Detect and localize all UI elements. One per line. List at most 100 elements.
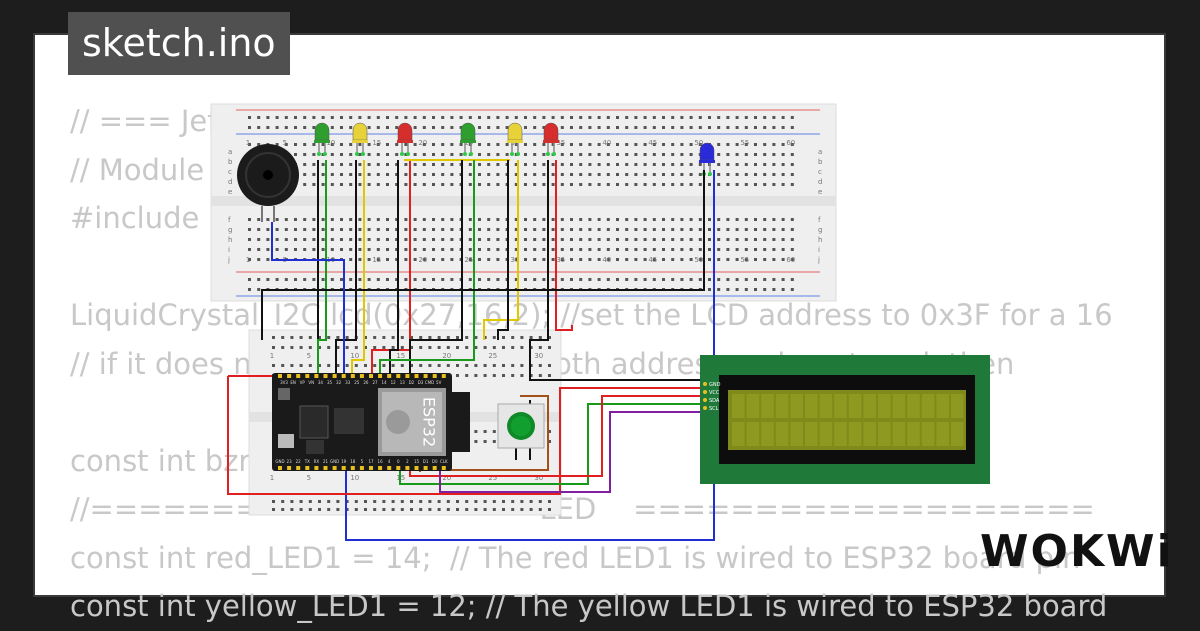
column-number: 5	[307, 352, 311, 360]
lcd-pin-label: SDA	[709, 398, 720, 404]
led[interactable]	[460, 122, 476, 156]
row-letter: d	[228, 178, 232, 186]
esp32-pin-label: 19	[341, 459, 347, 464]
led[interactable]	[397, 122, 413, 156]
esp32-pin-label: 22	[296, 459, 302, 464]
wire-green-1	[317, 160, 327, 378]
led[interactable]	[543, 122, 559, 156]
row-letter: h	[228, 236, 232, 244]
esp32-pin-label: 15	[414, 459, 420, 464]
esp32-pin-label: 4	[388, 459, 391, 464]
wire-red-2	[555, 160, 573, 331]
esp32-pin-label: 26	[363, 380, 369, 385]
column-number: 1	[246, 139, 250, 147]
wire-black-3	[389, 160, 399, 378]
breadboard-top-holes	[248, 116, 794, 291]
esp32-pin-label: 3V3	[280, 380, 288, 385]
led[interactable]	[314, 122, 330, 156]
row-letter: g	[228, 226, 232, 234]
row-letter: i	[818, 246, 820, 254]
esp32-pin-label: TX	[304, 459, 310, 464]
push-button[interactable]	[497, 403, 545, 449]
esp32-pin-label: CLK	[440, 459, 448, 464]
row-letter: c	[818, 168, 822, 176]
esp32-pin-label: D0	[432, 459, 438, 464]
column-number: 15	[396, 352, 405, 360]
row-letter: f	[228, 216, 231, 224]
wire-black-5	[497, 160, 509, 340]
column-number: 10	[326, 139, 335, 147]
column-number: 25	[488, 474, 497, 482]
row-letter: j	[817, 256, 820, 264]
esp32-pin-label: 23	[287, 459, 293, 464]
led[interactable]	[352, 122, 368, 156]
column-number: 10	[350, 474, 359, 482]
column-number: 25	[488, 352, 497, 360]
esp32-pin-label: GND	[330, 459, 339, 464]
buzzer[interactable]	[237, 144, 299, 222]
esp32-pin-label: 17	[368, 459, 374, 464]
led[interactable]	[699, 142, 715, 176]
wire-yellow-3	[483, 160, 519, 340]
column-number: 5	[283, 139, 287, 147]
esp32-pins-top	[278, 374, 446, 378]
esp32-pin-label: 33	[345, 380, 351, 385]
column-number: 15	[372, 139, 381, 147]
row-letter: f	[818, 216, 821, 224]
column-number: 55	[740, 256, 749, 264]
wire-green-3	[399, 403, 700, 485]
column-number: 10	[350, 352, 359, 360]
code-line: const int red_LED1 = 14; // The red LED1…	[70, 540, 1081, 575]
column-number: 1	[246, 256, 250, 264]
esp32-pin-label: 13	[400, 380, 406, 385]
esp32-pin-label: VN	[308, 380, 314, 385]
wire-green-2	[379, 160, 475, 378]
column-number: 30	[534, 474, 543, 482]
esp32-pin-label: 34	[318, 380, 324, 385]
row-letter: c	[228, 168, 232, 176]
wire-black-7	[261, 170, 705, 340]
column-number: 40	[602, 256, 611, 264]
column-number: 30	[534, 352, 543, 360]
lcd-pin-label: SCL	[709, 406, 719, 412]
code-line: // Module	[70, 152, 205, 187]
row-letter: g	[818, 226, 822, 234]
esp32-pin-label: RX	[314, 459, 320, 464]
esp32-pin-label: D1	[423, 459, 429, 464]
row-letter: j	[227, 256, 230, 264]
row-letter: h	[818, 236, 822, 244]
led[interactable]	[507, 122, 523, 156]
esp32-pin-label: GND	[275, 459, 284, 464]
wire-black-2	[335, 160, 357, 378]
esp32-pin-label: 35	[327, 380, 333, 385]
column-number: 30	[510, 256, 519, 264]
column-number: 20	[442, 474, 451, 482]
esp32-pin-label: 25	[354, 380, 360, 385]
esp32-pin-label: D3	[418, 380, 424, 385]
code-line: LiquidCrystal_I2C lcd(0x27,16,2); //set …	[70, 298, 1113, 332]
esp32-pin-label: CMD	[425, 380, 434, 385]
column-number: 45	[648, 139, 657, 147]
esp32-pin-label: 32	[336, 380, 342, 385]
row-letter: a	[818, 148, 822, 156]
file-tab[interactable]: sketch.ino	[68, 12, 290, 75]
led-group	[314, 122, 715, 176]
esp32-chip-label: ESP32	[420, 397, 439, 447]
row-letter: a	[228, 148, 232, 156]
row-letter: e	[818, 188, 822, 196]
wire-purple	[439, 411, 700, 493]
column-number: 20	[418, 139, 427, 147]
column-number: 40	[602, 139, 611, 147]
code-line: const int yellow_LED1 = 12; // The yello…	[70, 589, 1108, 623]
esp32-pin-label: 0	[397, 459, 400, 464]
column-number: 50	[694, 256, 703, 264]
column-number: 55	[740, 139, 749, 147]
column-number: 5	[307, 474, 311, 482]
row-letter: b	[818, 158, 823, 166]
